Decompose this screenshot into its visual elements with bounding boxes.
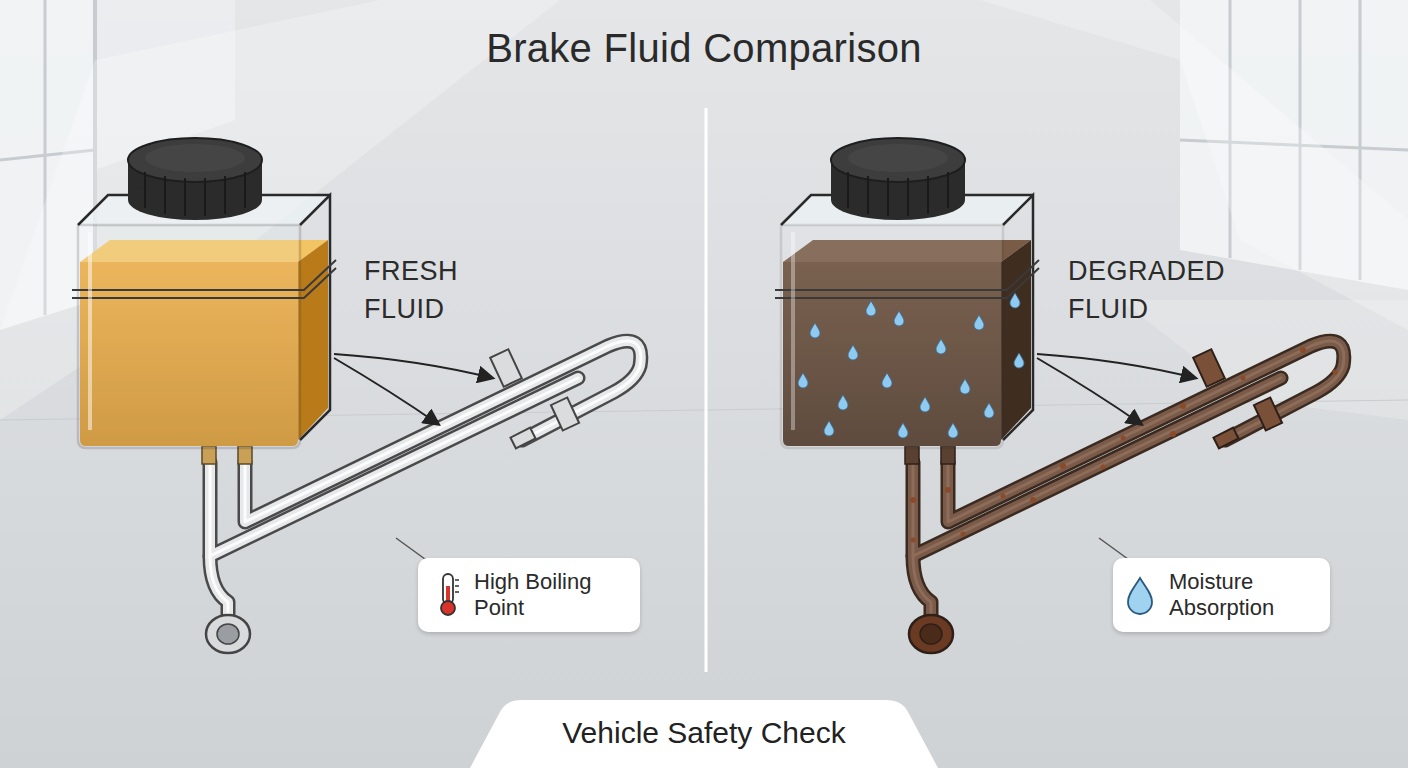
water-droplets	[848, 345, 858, 360]
fresh-fittings	[206, 615, 250, 653]
fresh-cap	[145, 172, 245, 216]
water-droplets	[798, 293, 1024, 438]
fresh-cap	[128, 138, 262, 182]
degraded-arrows	[1037, 358, 1141, 424]
degraded-pipes	[1300, 347, 1306, 353]
degraded-cap	[831, 138, 965, 182]
degraded-cap	[831, 138, 965, 220]
degraded-reservoir	[781, 225, 1003, 448]
degraded-pipes	[910, 497, 916, 503]
degraded-arrows	[1037, 354, 1195, 424]
degraded-reservoir	[775, 195, 1039, 464]
degraded-fittings	[909, 615, 953, 653]
divider-line	[705, 108, 708, 672]
degraded-pipes	[1060, 463, 1066, 469]
fresh-arrows	[334, 358, 438, 424]
water-droplets	[894, 311, 904, 326]
water-drop-icon	[1128, 578, 1152, 614]
fresh-fittings	[551, 398, 579, 431]
degraded-pipes	[1180, 403, 1186, 409]
water-droplets	[948, 423, 958, 438]
degraded-pipes	[945, 487, 951, 493]
water-droplets	[1010, 293, 1020, 308]
callout-text: Moisture Absorption	[1169, 569, 1320, 621]
callout-text: High Boiling Point	[474, 569, 630, 621]
water-droplets	[920, 397, 930, 412]
caption-text: Vehicle Safety Check	[500, 716, 908, 750]
degraded-pipes	[1333, 370, 1338, 375]
fresh-reservoir	[72, 268, 336, 298]
degraded-pipes	[1030, 497, 1036, 503]
water-droplets	[882, 373, 892, 388]
degraded-cap	[831, 180, 965, 220]
fresh-reservoir	[78, 225, 300, 448]
room-background	[980, 0, 1408, 330]
water-droplets	[936, 339, 946, 354]
degraded-pipes	[961, 532, 966, 537]
degraded-pipes	[911, 538, 916, 543]
degraded-pipes	[1101, 465, 1106, 470]
fresh-reservoir	[298, 240, 328, 440]
water-droplets	[974, 315, 984, 330]
degraded-pipes	[1001, 494, 1006, 499]
degraded-pipes	[1170, 431, 1176, 437]
degraded-reservoir	[1001, 240, 1031, 440]
thermometer-icon	[455, 580, 459, 592]
degraded-pipes	[1241, 376, 1246, 381]
fresh-reservoir	[72, 260, 336, 290]
fresh-reservoir	[300, 195, 330, 440]
degraded-fittings	[1193, 349, 1225, 386]
degraded-fittings	[920, 624, 942, 644]
degraded-fittings	[1213, 428, 1238, 449]
fresh-arrows	[334, 354, 492, 378]
thermometer-icon	[446, 586, 450, 606]
degraded-cap	[848, 172, 948, 216]
fresh-reservoir	[72, 195, 336, 464]
degraded-reservoir	[791, 232, 795, 430]
degraded-reservoir	[775, 268, 1039, 298]
degraded-reservoir	[1003, 195, 1033, 440]
fresh-fittings	[217, 624, 239, 644]
water-droplets	[1014, 353, 1024, 368]
fresh-arrows	[334, 354, 492, 424]
diagram-title: Brake Fluid Comparison	[0, 26, 1408, 71]
fresh-fittings	[510, 428, 535, 449]
water-droplets	[960, 379, 970, 394]
water-droplets	[824, 421, 834, 436]
water-droplets	[810, 323, 820, 338]
degraded-fittings	[1254, 398, 1282, 431]
fresh-cap	[128, 138, 262, 220]
fluid-label: DEGRADED FLUID	[1068, 252, 1238, 328]
water-droplets	[798, 373, 808, 388]
thermometer-icon	[441, 601, 455, 615]
fluid-label: FRESH FLUID	[364, 252, 484, 328]
water-droplets	[898, 423, 908, 438]
degraded-cap	[848, 144, 948, 172]
fresh-fittings	[490, 349, 522, 386]
water-droplets	[984, 403, 994, 418]
thermometer-icon	[443, 574, 453, 604]
thermometer-icon	[441, 574, 459, 615]
degraded-pipes	[1121, 436, 1126, 441]
degraded-reservoir	[775, 260, 1039, 290]
callout-box: High Boiling Point	[418, 558, 640, 632]
water-drop-icon	[1128, 578, 1152, 614]
fresh-cap	[128, 180, 262, 220]
fresh-reservoir	[88, 232, 92, 430]
fresh-cap	[145, 144, 245, 172]
caption-tab	[470, 700, 938, 768]
water-droplets	[866, 301, 876, 316]
degraded-arrows	[1037, 354, 1195, 378]
water-droplets	[838, 395, 848, 410]
callout-box: Moisture Absorption	[1113, 558, 1330, 632]
